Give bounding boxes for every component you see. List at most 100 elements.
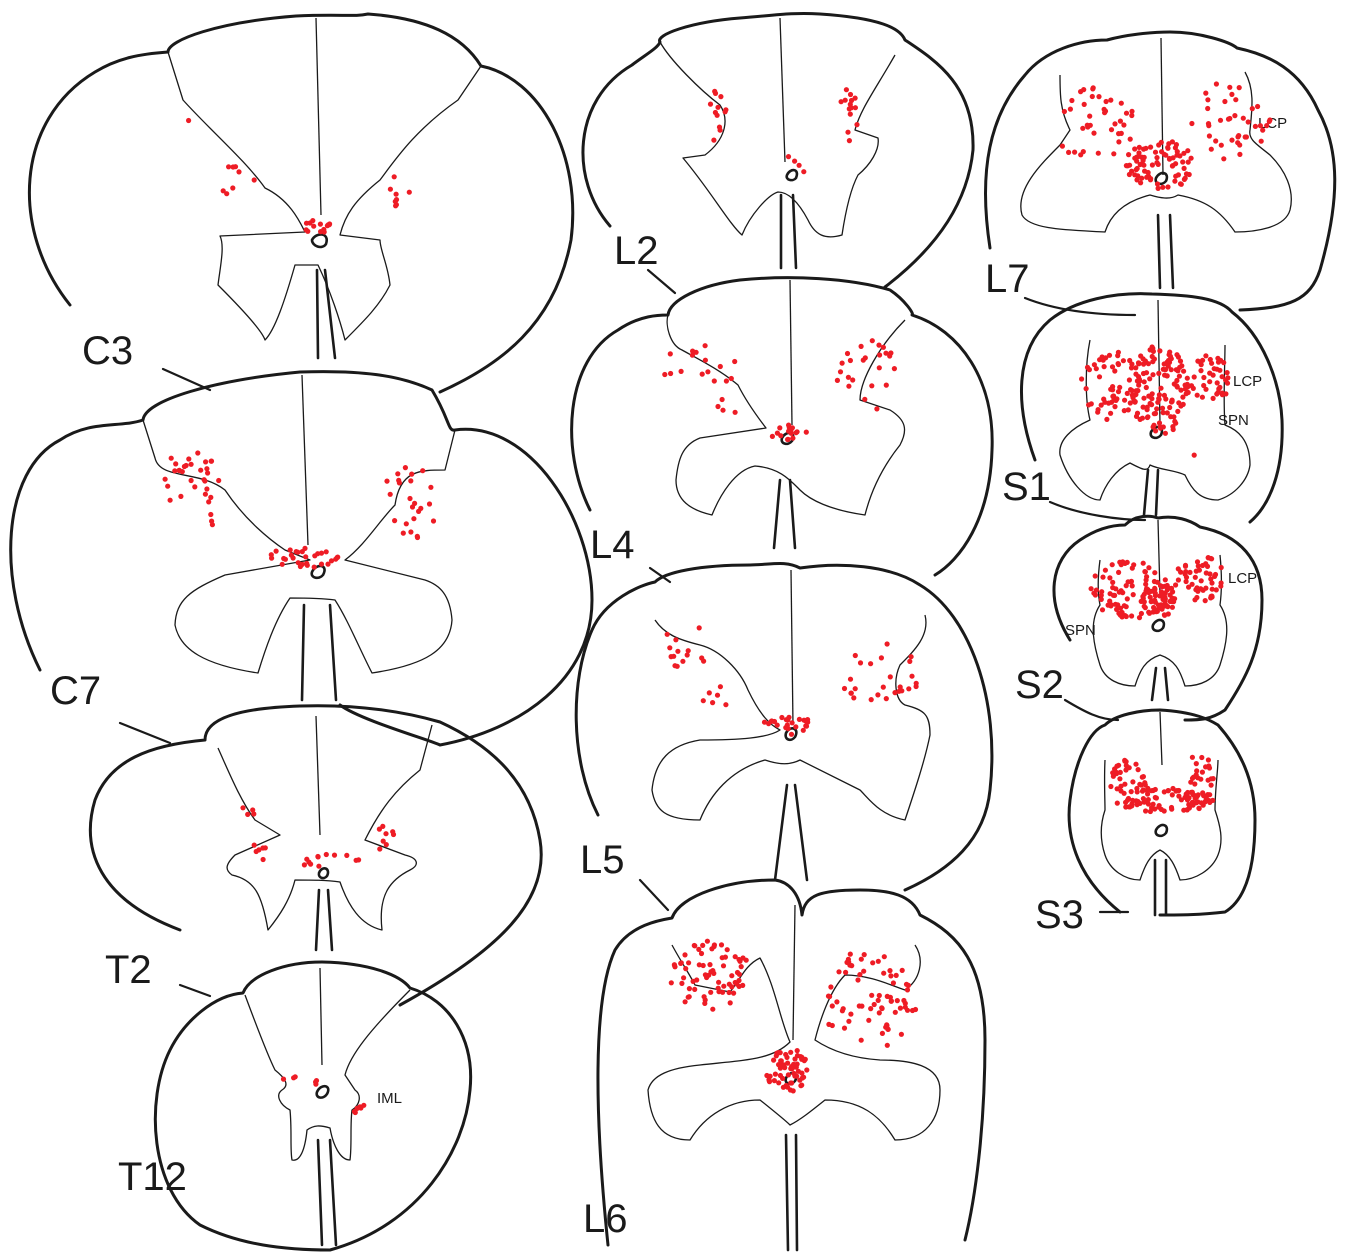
cell-marker — [318, 222, 323, 227]
cell-marker — [1232, 113, 1237, 118]
cell-marker — [1222, 99, 1227, 104]
cell-marker — [716, 989, 721, 994]
cell-marker — [790, 425, 795, 430]
cell-marker — [383, 831, 388, 836]
cell-marker — [790, 436, 795, 441]
cell-marker — [848, 92, 853, 97]
cell-marker — [737, 972, 742, 977]
cell-marker — [1122, 398, 1127, 403]
cell-marker — [1178, 359, 1183, 364]
cell-marker — [1209, 147, 1214, 152]
cell-marker — [727, 982, 732, 987]
cell-marker — [834, 999, 839, 1004]
cell-marker — [804, 724, 809, 729]
cell-marker — [203, 492, 208, 497]
section-label: T2 — [105, 948, 152, 992]
cell-marker — [388, 492, 393, 497]
cell-marker — [310, 218, 315, 223]
cell-marker — [848, 952, 853, 957]
cell-marker — [703, 343, 708, 348]
section-label: S2 — [1015, 663, 1064, 707]
cell-marker — [245, 812, 250, 817]
cell-marker — [269, 556, 274, 561]
cell-marker — [879, 655, 884, 660]
cell-marker — [1110, 580, 1115, 585]
cell-marker — [168, 498, 173, 503]
cell-marker — [1122, 758, 1127, 763]
cell-marker — [1089, 586, 1094, 591]
cell-marker — [1115, 353, 1120, 358]
cell-marker — [1183, 564, 1188, 569]
cell-marker — [1066, 150, 1071, 155]
cell-marker — [1079, 376, 1084, 381]
cell-marker — [1111, 151, 1116, 156]
cell-marker — [163, 477, 168, 482]
cell-marker — [701, 963, 706, 968]
cell-marker — [1127, 358, 1132, 363]
cell-marker — [1126, 152, 1131, 157]
cell-marker — [1229, 92, 1234, 97]
cell-marker — [1110, 562, 1115, 567]
cell-marker — [1100, 607, 1105, 612]
cell-marker — [1142, 155, 1147, 160]
cell-marker — [1172, 179, 1177, 184]
cell-marker — [408, 478, 413, 483]
cell-marker — [784, 1083, 789, 1088]
cell-marker — [1150, 391, 1155, 396]
cell-marker — [1170, 163, 1175, 168]
cell-marker — [208, 495, 213, 500]
cell-marker — [178, 494, 183, 499]
cell-marker — [1146, 565, 1151, 570]
cell-marker — [1194, 585, 1199, 590]
cell-marker — [710, 1007, 715, 1012]
cell-marker — [1141, 596, 1146, 601]
cell-marker — [1136, 360, 1141, 365]
cell-marker — [1190, 755, 1195, 760]
cell-marker — [1157, 348, 1162, 353]
cell-marker — [1131, 592, 1136, 597]
cell-marker — [1203, 586, 1208, 591]
cell-marker — [1100, 575, 1105, 580]
section-label: C7 — [50, 669, 101, 713]
cell-marker — [727, 990, 732, 995]
cell-marker — [1115, 801, 1120, 806]
cell-marker — [783, 725, 788, 730]
cell-marker — [709, 946, 714, 951]
cell-marker — [683, 999, 688, 1004]
cell-marker — [1162, 808, 1167, 813]
cell-marker — [312, 553, 317, 558]
cell-marker — [879, 1005, 884, 1010]
cell-marker — [713, 110, 718, 115]
cell-marker — [870, 960, 875, 965]
cell-marker — [868, 661, 873, 666]
cell-marker — [836, 969, 841, 974]
cell-marker — [1132, 146, 1137, 151]
cell-marker — [1148, 145, 1153, 150]
cell-marker — [1133, 365, 1138, 370]
cell-marker — [1153, 150, 1158, 155]
cell-markers — [163, 450, 437, 569]
cell-marker — [877, 993, 882, 998]
cell-marker — [1141, 356, 1146, 361]
cell-marker — [1195, 393, 1200, 398]
cell-marker — [675, 649, 680, 654]
cell-marker — [891, 980, 896, 985]
cell-marker — [411, 516, 416, 521]
cell-marker — [874, 406, 879, 411]
cell-marker — [1112, 404, 1117, 409]
cell-marker — [409, 472, 414, 477]
cell-marker — [1213, 138, 1218, 143]
cell-marker — [308, 862, 313, 867]
cell-marker — [686, 995, 691, 1000]
cell-marker — [192, 484, 197, 489]
cell-marker — [729, 973, 734, 978]
cell-marker — [851, 695, 856, 700]
cell-marker — [697, 625, 702, 630]
cell-marker — [844, 87, 849, 92]
cell-marker — [1094, 588, 1099, 593]
cell-marker — [1198, 777, 1203, 782]
cell-marker — [799, 1071, 804, 1076]
cell-marker — [1192, 374, 1197, 379]
cell-marker — [694, 977, 699, 982]
cell-marker — [1062, 109, 1067, 114]
